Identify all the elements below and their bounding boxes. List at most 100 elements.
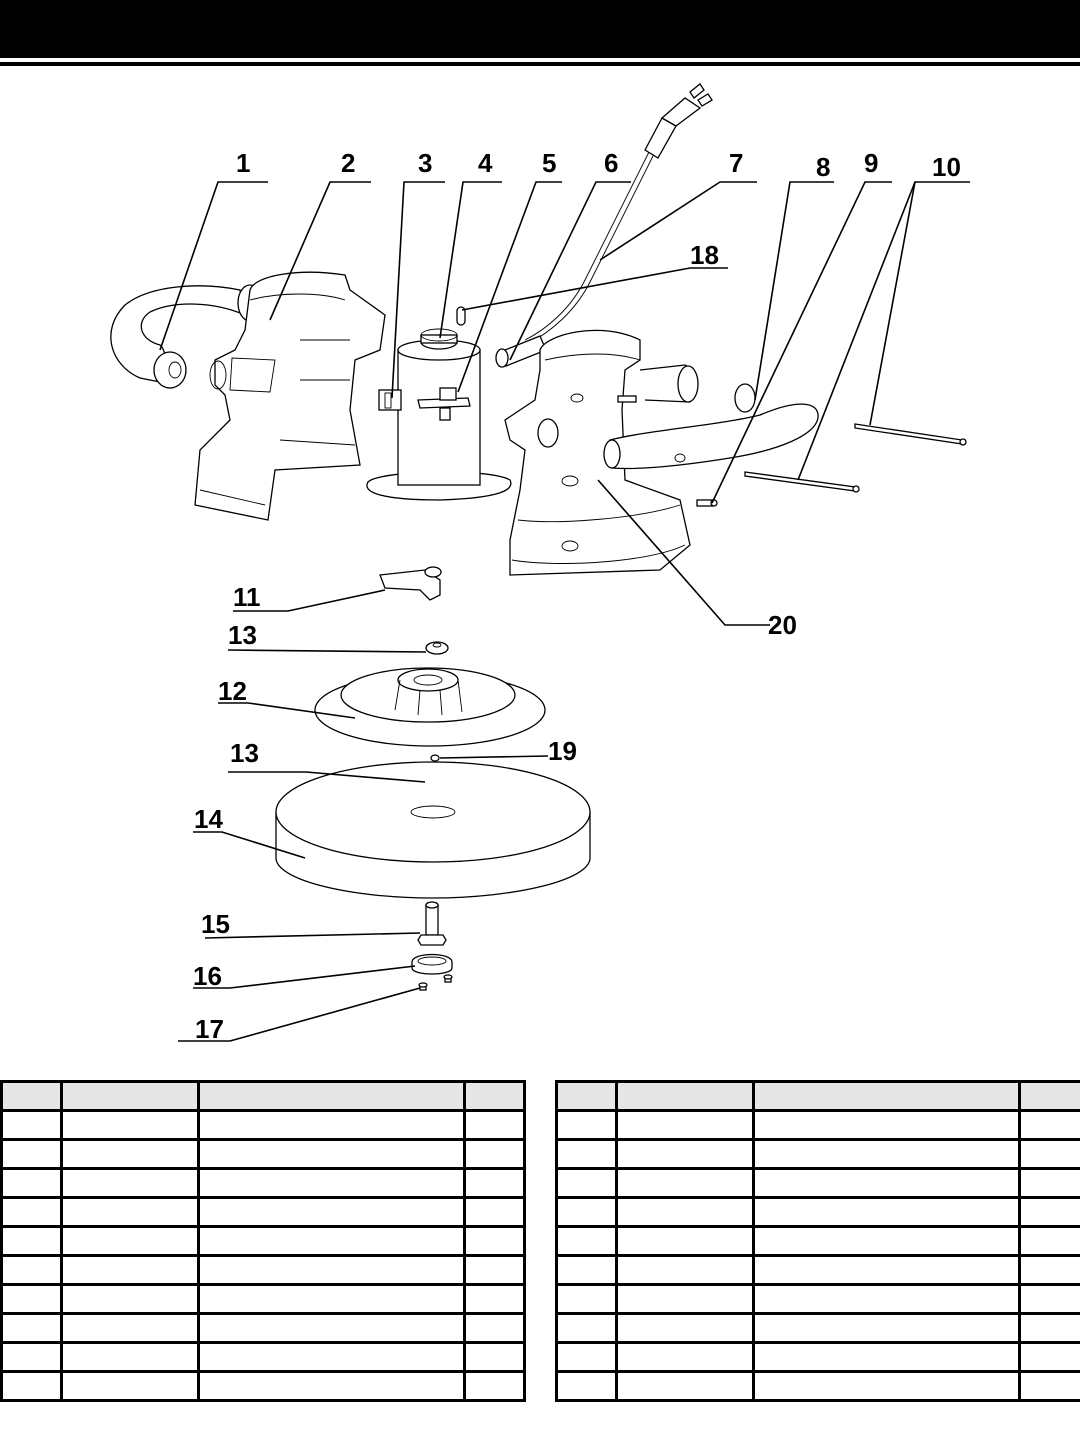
table-row — [555, 1167, 1080, 1199]
table-row — [0, 1225, 526, 1257]
cell-description — [197, 1167, 466, 1199]
cell-part-number — [615, 1138, 755, 1170]
cell-qty — [463, 1312, 526, 1344]
cell-part-number — [615, 1254, 755, 1286]
table-row — [0, 1167, 526, 1199]
callout-9: 9 — [864, 148, 878, 178]
cell-part-number — [60, 1254, 200, 1286]
leader-16 — [193, 965, 416, 989]
table-row — [555, 1283, 1080, 1315]
header-rule — [0, 62, 1080, 66]
callout-1: 1 — [236, 148, 250, 178]
cell-description — [197, 1254, 466, 1286]
table-row — [0, 1283, 526, 1315]
callout-19: 19 — [548, 736, 577, 766]
cell-description — [197, 1138, 466, 1170]
callout-17: 17 — [195, 1014, 224, 1044]
cell-part-number — [615, 1370, 755, 1402]
table-header-row — [0, 1080, 526, 1112]
cell-no — [555, 1167, 618, 1199]
leader-4 — [439, 181, 502, 339]
part-2-housing-half — [194, 271, 386, 521]
cell-description — [752, 1370, 1021, 1402]
part-9-screw — [696, 499, 718, 507]
leader-15 — [204, 932, 421, 939]
cell-no — [0, 1370, 63, 1402]
cell-part-number — [615, 1283, 755, 1315]
cell-description — [752, 1312, 1021, 1344]
cell-qty — [1018, 1283, 1080, 1315]
parts-table-right — [555, 1080, 1080, 1402]
cell-no — [555, 1225, 618, 1257]
header-cell-no — [555, 1080, 618, 1112]
cell-no — [0, 1138, 63, 1170]
cell-no — [0, 1196, 63, 1228]
leader-10a — [869, 181, 970, 426]
cell-no — [555, 1312, 618, 1344]
callout-8: 8 — [816, 152, 830, 182]
leader-7 — [599, 181, 757, 261]
cell-qty — [1018, 1167, 1080, 1199]
cell-qty — [463, 1225, 526, 1257]
cell-qty — [463, 1283, 526, 1315]
callout-20: 20 — [768, 610, 797, 640]
cell-description — [752, 1109, 1021, 1141]
callout-15: 15 — [201, 909, 230, 939]
header-cell-no — [0, 1080, 63, 1112]
cell-description — [197, 1370, 466, 1402]
callout-6: 6 — [604, 148, 618, 178]
cell-part-number — [60, 1312, 200, 1344]
table-row — [0, 1370, 526, 1402]
cell-part-number — [60, 1109, 200, 1141]
cell-description — [752, 1283, 1021, 1315]
cell-part-number — [60, 1225, 200, 1257]
part-10-rods — [744, 423, 967, 493]
cell-no — [555, 1341, 618, 1373]
table-row — [0, 1254, 526, 1286]
part-17-screws — [418, 974, 453, 991]
part-18-clip — [456, 306, 466, 326]
cell-qty — [463, 1196, 526, 1228]
part-8-right-handle — [603, 383, 819, 470]
leader-20 — [597, 479, 770, 626]
leader-lines — [159, 181, 970, 1042]
cell-description — [752, 1254, 1021, 1286]
cell-qty — [463, 1341, 526, 1373]
cell-part-number — [60, 1138, 200, 1170]
leader-3 — [391, 181, 445, 399]
callout-16: 16 — [193, 961, 222, 991]
table-row — [0, 1312, 526, 1344]
callout-13-upper: 13 — [228, 620, 257, 650]
cell-qty — [463, 1167, 526, 1199]
cell-no — [0, 1341, 63, 1373]
part-6-cord-strain-relief — [495, 335, 547, 368]
leader-6 — [509, 181, 631, 361]
cell-description — [197, 1196, 466, 1228]
header-cell-part-number — [60, 1080, 200, 1112]
callout-10: 10 — [932, 152, 961, 182]
cell-qty — [463, 1370, 526, 1402]
exploded-parts-diagram: 1 2 3 4 5 6 7 8 9 10 11 12 13 13 14 15 1… — [0, 66, 1080, 1066]
header-cell-description — [752, 1080, 1021, 1112]
leader-14 — [193, 831, 306, 859]
cell-qty — [1018, 1225, 1080, 1257]
cell-no — [555, 1370, 618, 1402]
leader-9 — [711, 181, 892, 504]
cell-no — [555, 1109, 618, 1141]
table-header-row — [555, 1080, 1080, 1112]
cell-part-number — [60, 1370, 200, 1402]
cell-no — [0, 1225, 63, 1257]
leader-19 — [439, 755, 549, 759]
parts-table-left — [0, 1080, 526, 1402]
callout-5: 5 — [542, 148, 556, 178]
cell-description — [752, 1167, 1021, 1199]
cell-qty — [463, 1254, 526, 1286]
table-row — [0, 1138, 526, 1170]
cell-description — [752, 1225, 1021, 1257]
cell-description — [197, 1341, 466, 1373]
table-row — [555, 1196, 1080, 1228]
leader-12 — [218, 702, 356, 719]
cell-qty — [1018, 1312, 1080, 1344]
part-11-eccentric — [379, 566, 442, 601]
header-bar — [0, 0, 1080, 58]
